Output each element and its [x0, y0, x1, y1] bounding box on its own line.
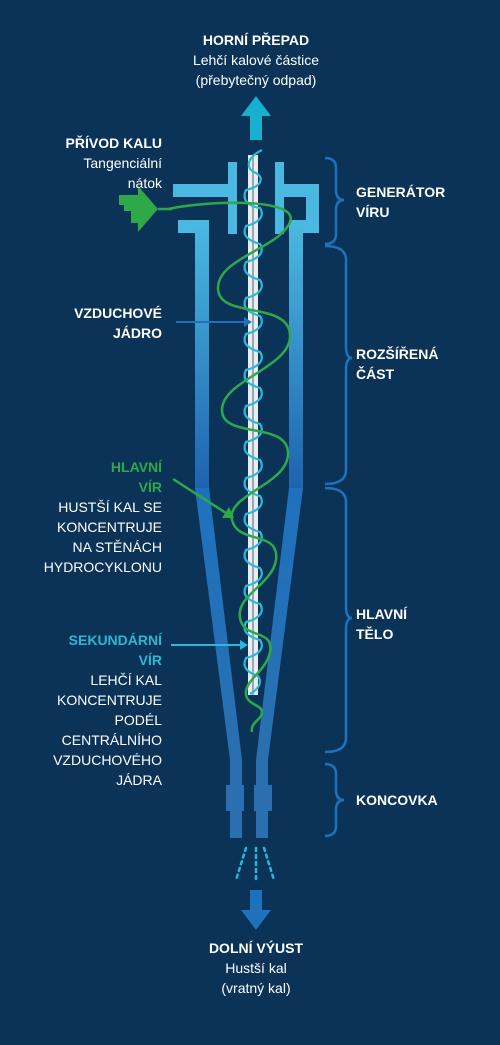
inlet-label: PŘÍVOD KALU Tangenciální nátok: [10, 133, 162, 193]
section-brackets: [324, 156, 353, 838]
bottom-outlet-label: DOLNÍ VÝUST Hustší kal (vratný kal): [160, 938, 352, 998]
top-outlet-arrow: [241, 96, 271, 140]
secondary-vortex-title: SEKUNDÁRNÍ: [68, 632, 162, 648]
main-vortex-label: HLAVNÍ VÍR HUSTŠÍ KAL SE KONCENTRUJE NA …: [10, 457, 162, 577]
main-vortex-spiral: [167, 201, 292, 733]
top-outlet-title: HORNÍ PŘEPAD: [202, 32, 310, 48]
secondary-vortex-spiral: [243, 149, 263, 695]
inlet-line2: nátok: [127, 175, 162, 191]
cone-right-wall: [256, 488, 303, 760]
cone-left-wall: [195, 488, 242, 760]
section-label-tip: KONCOVKA: [356, 792, 438, 808]
inlet-line1: Tangenciální: [83, 155, 162, 171]
bottom-outlet-line2: (vratný kal): [221, 980, 291, 996]
cylinder-right-wall: [289, 226, 303, 488]
main-vortex-pointer: [172, 477, 227, 515]
cylinder-left-wall: [195, 226, 209, 488]
inlet-arrow: [119, 186, 158, 232]
section-label-main-body: HLAVNÍ TĚLO: [356, 606, 408, 642]
section-label-vortex-generator: GENERÁTOR VÍRU: [356, 184, 446, 220]
main-vortex-title: HLAVNÍ: [110, 459, 162, 475]
bottom-outlet-arrow: [241, 890, 271, 930]
top-outlet-line1: Lehčí kalové částice: [192, 52, 320, 68]
section-label-extended-part: ROZŠÍŘENÁ ČÁST: [356, 346, 439, 382]
discharge-spray: [234, 846, 276, 882]
top-outlet-line2: (přebytečný odpad): [195, 72, 317, 88]
secondary-vortex-label: SEKUNDÁRNÍ VÍR LEHČÍ KAL KONCENTRUJE POD…: [10, 630, 162, 790]
spigot: [226, 760, 272, 838]
inlet-title: PŘÍVOD KALU: [65, 135, 162, 151]
vortex-generator-head: [173, 162, 319, 234]
top-outlet-label: HORNÍ PŘEPAD Lehčí kalové částice (přeby…: [160, 30, 352, 90]
air-core-label: VZDUCHOVÉ JÁDRO: [74, 305, 162, 341]
bottom-outlet-line1: Hustší kal: [225, 960, 287, 976]
bottom-outlet-title: DOLNÍ VÝUST: [208, 940, 304, 956]
